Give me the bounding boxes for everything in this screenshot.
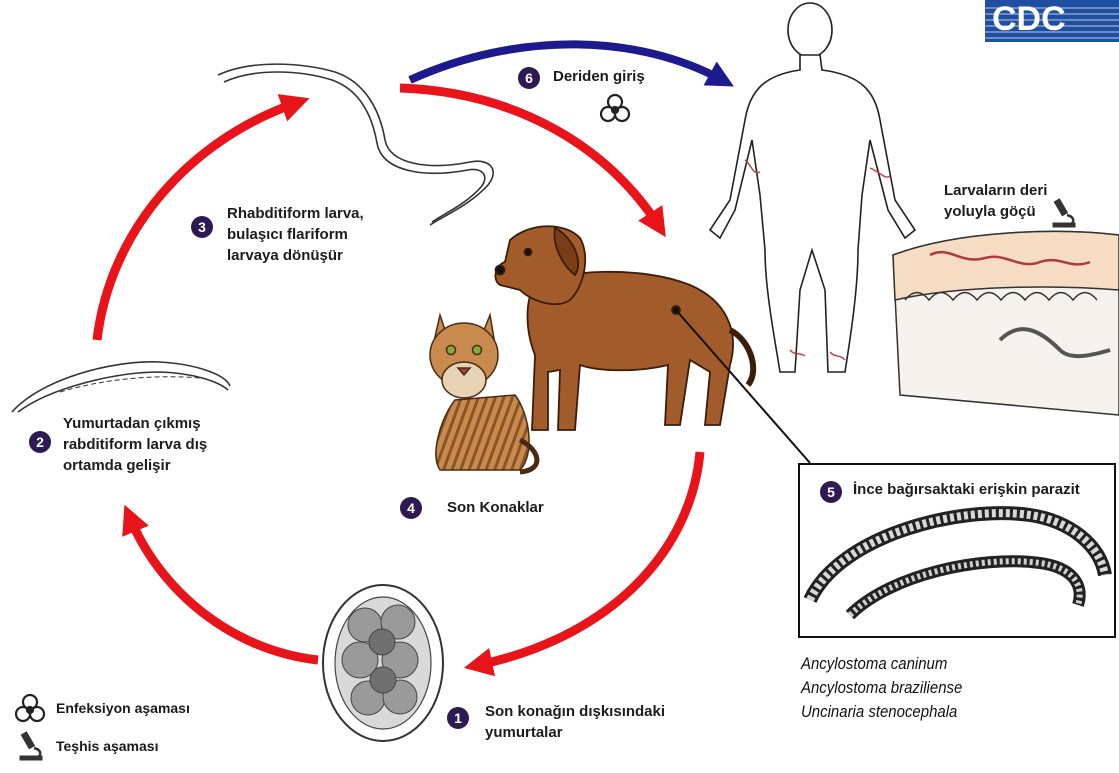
step-1-label-line: Son konağın dışkısındaki	[485, 701, 665, 722]
step-6-label: Deriden giriş	[553, 66, 645, 87]
legend-microscope-icon	[20, 732, 42, 760]
rhabditiform-larva-image	[12, 362, 230, 412]
arrow-egg-to-step2	[130, 518, 318, 660]
step-2-label-line: rabditiform larva dış	[63, 434, 207, 455]
dog-image	[495, 226, 753, 430]
species-name: Ancylostoma braziliense	[801, 676, 962, 700]
step-3-label-line: larvaya dönüşür	[227, 245, 364, 266]
legend-diagnosis-label: Teşhis aşaması	[56, 738, 158, 754]
skin-cross-section-image	[893, 232, 1119, 415]
step-3-label: Rhabditiform larva, bulaşıcı flariform l…	[227, 203, 364, 266]
human-figure-image	[710, 3, 915, 372]
step-4-label-line: Son Konaklar	[447, 497, 544, 518]
legend-biohazard-icon	[16, 695, 44, 721]
cdc-logo: CDC	[985, 0, 1119, 42]
step-1-label: Son konağın dışkısındaki yumurtalar	[485, 701, 665, 743]
arrow-host-to-egg	[478, 452, 700, 665]
step-5-badge: 5	[820, 481, 842, 503]
step-6-label-line: Deriden giriş	[553, 66, 645, 87]
step-1-label-line: yumurtalar	[485, 722, 665, 743]
step-3-label-line: bulaşıcı flariform	[227, 224, 364, 245]
step-1-badge: 1	[447, 707, 469, 729]
cycle-arrows	[97, 88, 700, 665]
step-5-label: İnce bağırsaktaki erişkin parazit	[853, 479, 1080, 500]
step-3-label-line: Rhabditiform larva,	[227, 203, 364, 224]
species-name: Ancylostoma caninum	[801, 652, 962, 676]
species-list: Ancylostoma caninum Ancylostoma brazilie…	[801, 652, 984, 724]
migration-label: Larvaların deri yoluyla göçü	[944, 180, 1047, 222]
step-3-badge: 3	[191, 216, 213, 238]
step-2-label: Yumurtadan çıkmış rabditiform larva dış …	[63, 413, 207, 476]
step-4-badge: 4	[400, 497, 422, 519]
migration-label-line: yoluyla göçü	[944, 201, 1047, 222]
biohazard-icon	[601, 95, 629, 121]
egg-image	[323, 585, 443, 741]
step-2-badge: 2	[29, 431, 51, 453]
step-2-label-line: ortamda gelişir	[63, 455, 207, 476]
legend-infection-label: Enfeksiyon aşaması	[56, 700, 190, 716]
step-4-label: Son Konaklar	[447, 497, 544, 518]
migration-label-line: Larvaların deri	[944, 180, 1047, 201]
step-6-badge: 6	[518, 67, 540, 89]
filariform-larva-image	[218, 64, 493, 225]
microscope-icon	[1053, 199, 1075, 227]
cdc-logo-text: CDC	[992, 0, 1066, 38]
step-5-label-line: İnce bağırsaktaki erişkin parazit	[853, 479, 1080, 500]
step-2-label-line: Yumurtadan çıkmış	[63, 413, 207, 434]
species-name: Uncinaria stenocephala	[801, 700, 962, 724]
cat-image	[430, 315, 537, 472]
